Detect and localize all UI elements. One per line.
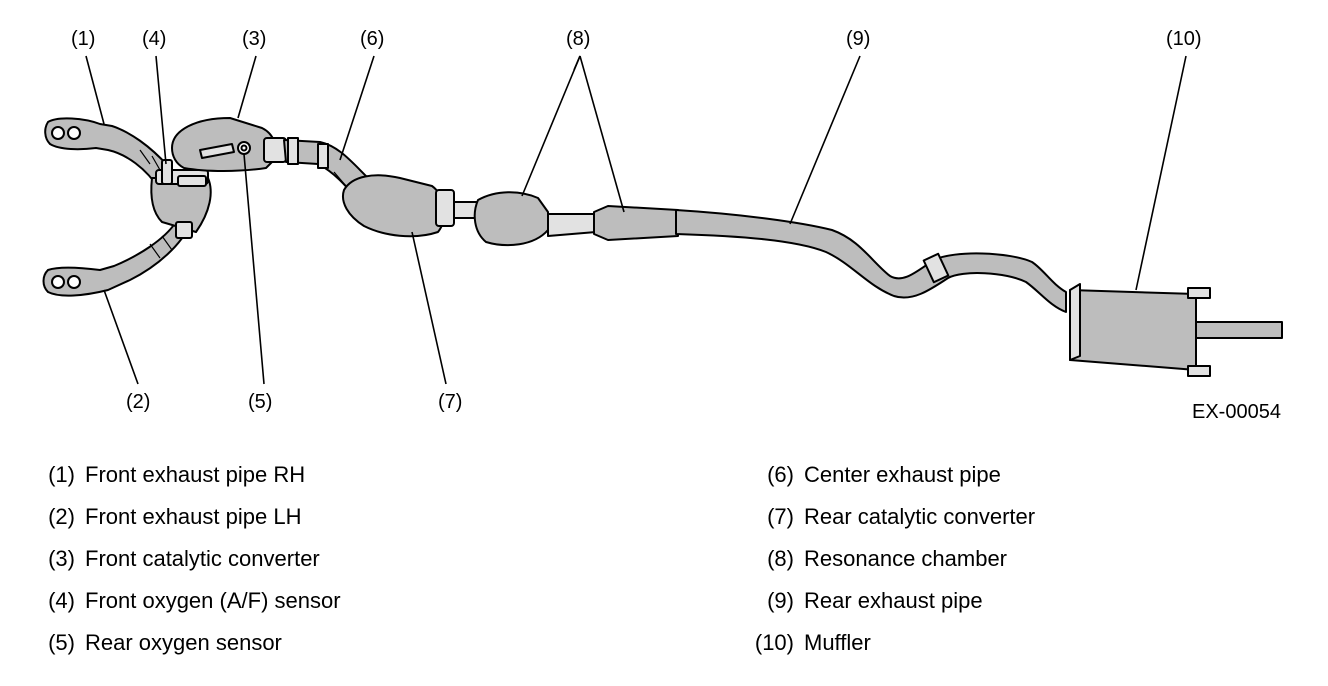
legend-number: (1) — [48, 462, 75, 487]
legend-number: (8) — [767, 546, 794, 571]
legend-item-1: (1) Front exhaust pipe RH — [48, 462, 306, 488]
front-catalytic-converter — [171, 117, 287, 172]
legend-number: (4) — [48, 588, 75, 613]
callout-1: (1) — [71, 28, 95, 50]
callout-7: (7) — [438, 391, 462, 413]
callout-4: (4) — [142, 28, 166, 50]
legend-label: Resonance chamber — [804, 546, 1008, 571]
rear-oxygen-sensor — [237, 141, 251, 155]
legend-item-6: (6) Center exhaust pipe — [767, 462, 1001, 488]
callout-9: (9) — [846, 28, 870, 50]
callout-5: (5) — [248, 391, 272, 413]
legend-number: (3) — [48, 546, 75, 571]
legend-label: Rear exhaust pipe — [804, 588, 983, 613]
front-exhaust-pipe-lh — [42, 221, 191, 297]
legend-item-2: (2) Front exhaust pipe LH — [48, 504, 302, 530]
legend-label: Rear catalytic converter — [804, 504, 1036, 529]
legend-number: (2) — [48, 504, 75, 529]
legend-item-7: (7) Rear catalytic converter — [767, 504, 1036, 530]
front-oxygen-sensor — [161, 159, 207, 187]
legend-label: Front oxygen (A/F) sensor — [85, 588, 341, 613]
legend-label: Front exhaust pipe RH — [85, 462, 306, 487]
figure-code: EX-00054 — [1192, 401, 1281, 423]
legend-number: (9) — [767, 588, 794, 613]
muffler — [1069, 283, 1283, 377]
legend-label: Muffler — [804, 630, 871, 655]
legend-number: (7) — [767, 504, 794, 529]
leader-lines — [85, 55, 1187, 385]
callout-10: (10) — [1166, 28, 1202, 50]
legend-item-10: (10) Muffler — [755, 630, 871, 656]
legend-item-5: (5) Rear oxygen sensor — [48, 630, 282, 656]
callout-8: (8) — [566, 28, 590, 50]
callout-2: (2) — [126, 391, 150, 413]
legend-label: Front exhaust pipe LH — [85, 504, 302, 529]
legend-label: Center exhaust pipe — [804, 462, 1001, 487]
rear-exhaust-pipe — [675, 209, 1067, 313]
legend-number: (6) — [767, 462, 794, 487]
legend-number: (10) — [754, 630, 794, 655]
legend-label: Front catalytic converter — [85, 546, 320, 571]
callout-6: (6) — [360, 28, 384, 50]
callout-3: (3) — [242, 28, 266, 50]
legend-number: (5) — [48, 630, 75, 655]
legend-item-3: (3) Front catalytic converter — [48, 546, 320, 572]
rear-catalytic-converter — [342, 174, 481, 238]
front-exhaust-pipe-rh — [44, 117, 177, 191]
callout-labels: (1) (4) (3) (6) (8) (9) (10) (2) (5) (7)… — [71, 28, 1281, 423]
legend-item-8: (8) Resonance chamber — [767, 546, 1008, 572]
resonance-chamber — [473, 191, 679, 247]
legend-label: Rear oxygen sensor — [85, 630, 282, 655]
exhaust-system-diagram: (1) (4) (3) (6) (8) (9) (10) (2) (5) (7)… — [42, 28, 1283, 423]
legend-item-9: (9) Rear exhaust pipe — [767, 588, 983, 614]
legend-item-4: (4) Front oxygen (A/F) sensor — [48, 588, 341, 614]
